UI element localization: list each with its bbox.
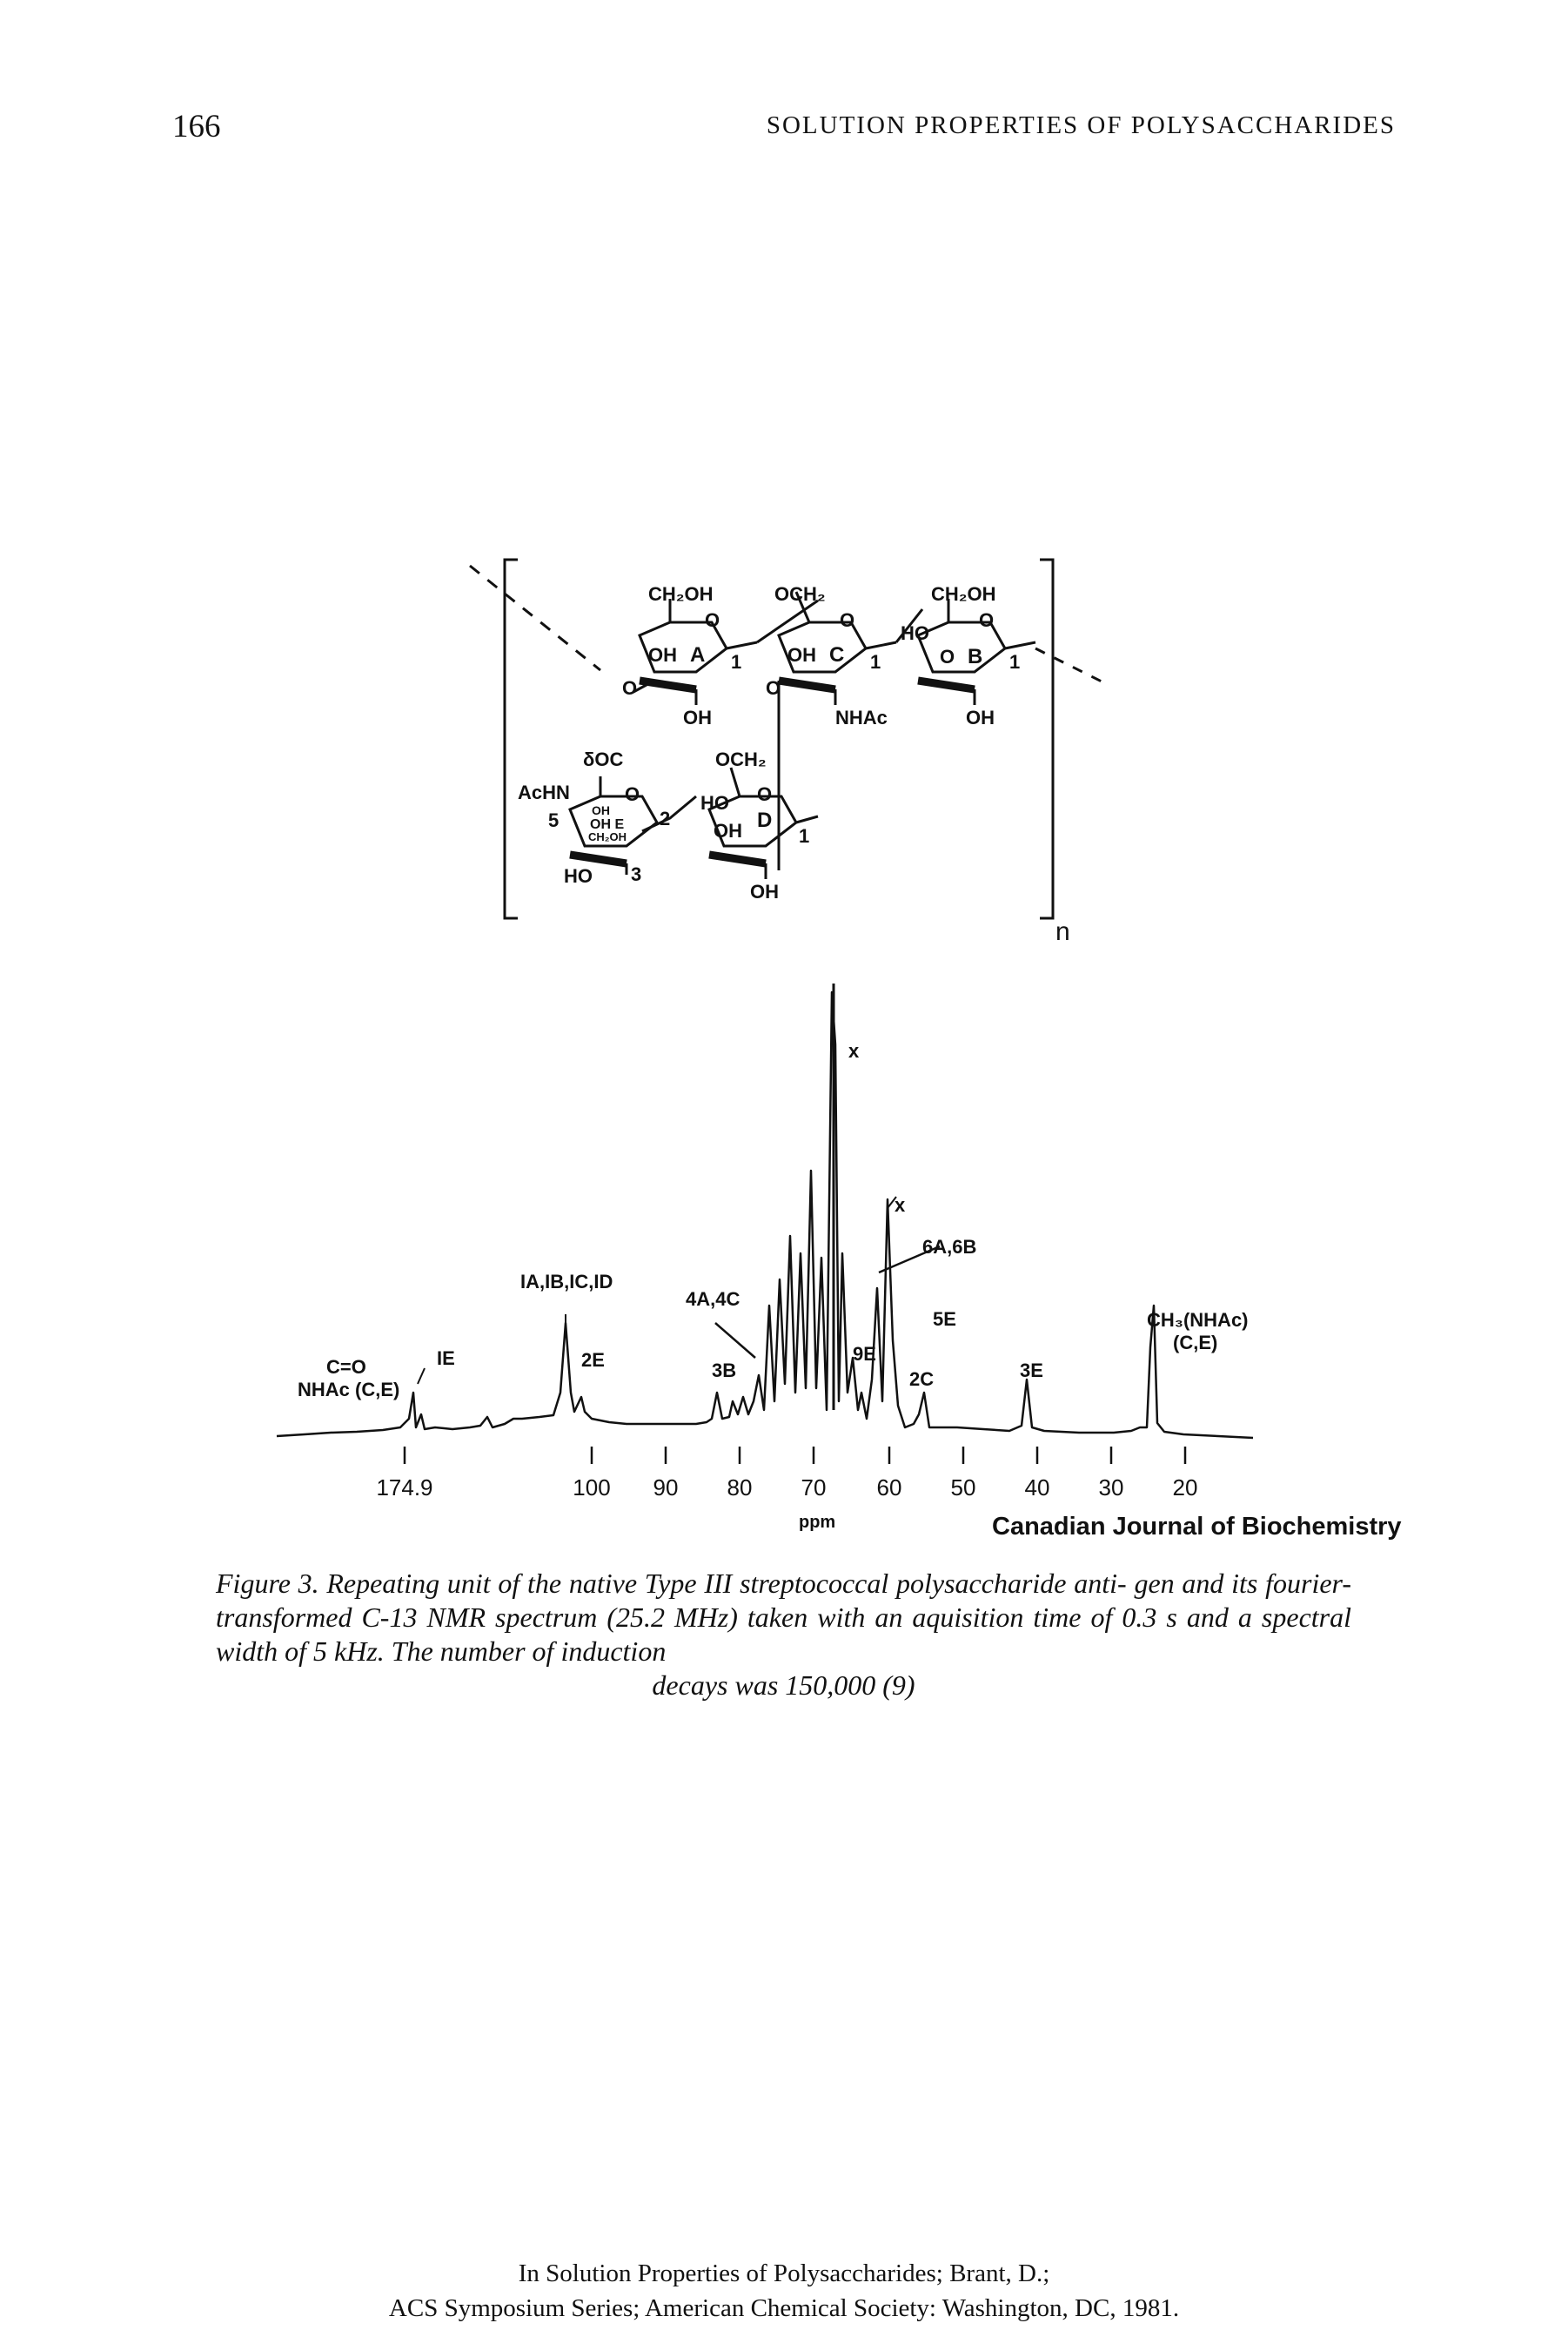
nmr-spectrum: x x 6A,6B IA,IB,IC,ID 4A,4C 5E CH₃(NHAc)… — [276, 984, 1254, 1532]
ring-e-pos3: 3 — [631, 863, 641, 885]
axis-tick-label-1: 100 — [573, 1474, 610, 1501]
ring-a-ch2oh: CH₂OH — [648, 583, 714, 605]
peak-label-ch3: CH₃(NHAc) — [1147, 1309, 1249, 1331]
ring-b-ring-o: O — [979, 609, 994, 631]
ring-a-ring-o: O — [705, 609, 720, 631]
ring-e-achn: AcHN — [518, 782, 570, 803]
peak-label-2c: 2C — [909, 1368, 934, 1390]
left-bracket — [503, 558, 518, 920]
ring-c-oh: OH — [787, 644, 816, 666]
arrow-x-second — [887, 1196, 897, 1209]
ring-e-pos2: 2 — [660, 808, 670, 829]
ring-e-pos5: 5 — [548, 809, 559, 831]
ring-c-ring-o: O — [840, 609, 854, 631]
peak-label-1e: IE — [437, 1347, 455, 1369]
peak-label-9e: 9E — [853, 1343, 876, 1365]
axis-unit-ppm: ppm — [799, 1513, 835, 1532]
peak-label-co: C=O — [326, 1356, 366, 1378]
peak-label-3b: 3B — [712, 1360, 736, 1381]
peak-label-2e: 2E — [581, 1349, 605, 1371]
ring-e-row1: OH — [592, 803, 610, 817]
peak-label-5e: 5E — [933, 1308, 956, 1330]
ring-b-linkage: 1 — [1009, 651, 1020, 673]
axis-tick-label-7: 40 — [1025, 1474, 1050, 1501]
running-head: SOLUTION PROPERTIES OF POLYSACCHARIDES — [766, 111, 1396, 139]
peak-label-x-top: x — [848, 1040, 860, 1062]
peak-label-x-second: x — [895, 1194, 906, 1216]
ring-c-left-o: O — [766, 677, 781, 699]
figure-caption: Figure 3. Repeating unit of the native T… — [216, 1567, 1351, 1702]
ring-c-och2: OCH₂ — [774, 583, 826, 605]
ring-c-label: C — [829, 643, 844, 667]
axis-tick-label-2: 90 — [653, 1474, 679, 1501]
ring-e-ring-o: O — [625, 783, 640, 805]
ring-d-ho: HO — [700, 792, 729, 814]
arrow-6a6b — [878, 1245, 941, 1274]
arrow-1e — [417, 1367, 426, 1385]
peak-label-1abcd: IA,IB,IC,ID — [520, 1271, 613, 1292]
repeat-subscript-n: n — [1055, 917, 1070, 946]
ring-d-bottom-oh: OH — [750, 881, 779, 903]
ring-a-oh: OH — [648, 644, 677, 666]
spectrum-trace — [276, 990, 1254, 1440]
peak-label-ch3-ce: (C,E) — [1173, 1332, 1217, 1353]
ring-d-ring-o: O — [757, 783, 772, 805]
peak-label-6a6b: 6A,6B — [922, 1236, 976, 1258]
ring-a-bottom-oh: OH — [683, 707, 712, 728]
ring-b-o-label: O — [940, 646, 955, 668]
ring-a-linkage: 1 — [731, 651, 741, 673]
axis-tick-label-8: 30 — [1099, 1474, 1124, 1501]
ppm-axis: 174.9 100 90 80 70 60 50 40 30 20 — [376, 1447, 1197, 1501]
axis-tick-label-6: 50 — [951, 1474, 976, 1501]
caption-line-1: Figure 3. Repeating unit of the native T… — [216, 1568, 1127, 1599]
axis-tick-label-0: 174.9 — [376, 1474, 432, 1501]
chain-end-right — [1035, 647, 1106, 685]
axis-tick-label-9: 20 — [1173, 1474, 1198, 1501]
ring-d-bold-edge — [708, 850, 767, 868]
caption-line-2: gen and its fourier-transformed C-13 NMR… — [216, 1568, 1352, 1633]
ring-e-top: δOC — [583, 749, 623, 770]
footer-citation-line-2: ACS Symposium Series; American Chemical … — [388, 2294, 1180, 2322]
peak-label-4a4c: 4A,4C — [686, 1288, 740, 1310]
peak-label-3e: 3E — [1020, 1360, 1043, 1381]
page-number: 166 — [172, 109, 221, 144]
caption-last-line: decays was 150,000 (9) — [652, 1669, 915, 1701]
arrow-4a4c — [714, 1322, 756, 1359]
caption-line-3: aquisition time of 0.3 s and a spectral … — [216, 1601, 1352, 1667]
right-bracket — [1040, 558, 1055, 920]
axis-tick-label-5: 60 — [877, 1474, 902, 1501]
ring-c-linkage: 1 — [870, 651, 881, 673]
axis-tick-label-4: 70 — [801, 1474, 827, 1501]
ring-d-och2: OCH₂ — [715, 749, 767, 770]
ring-a-label: A — [690, 643, 705, 667]
ring-b-ch2oh: CH₂OH — [931, 583, 996, 605]
ring-d-linkage: 1 — [799, 825, 809, 847]
ring-c-nhac: NHAc — [835, 707, 888, 728]
ring-d-oh: OH — [714, 820, 742, 842]
ring-b-label: B — [968, 645, 982, 668]
ring-b-bottom-oh: OH — [966, 707, 995, 728]
peak-label-nhac: NHAc (C,E) — [298, 1379, 399, 1400]
ring-b-bold-edge — [917, 676, 975, 694]
ring-e-ho: HO — [564, 865, 593, 887]
figure-credit: Canadian Journal of Biochemistry — [992, 1513, 1402, 1541]
structure-labels: CH₂OH O OH A 1 O OH OCH₂ O OH C 1 O NHAc… — [518, 583, 1070, 946]
ring-b-ho: HO — [901, 622, 929, 644]
ring-d-label: D — [757, 809, 772, 832]
ring-e-bold-edge — [569, 850, 627, 868]
ring-a-left-o: O — [622, 677, 637, 699]
ring-c-bold-edge — [778, 676, 836, 694]
footer-citation-line-1: In Solution Properties of Polysaccharide… — [518, 2259, 1050, 2287]
repeating-unit-structure — [469, 558, 1106, 920]
ring-e-row3: CH₂OH — [588, 830, 627, 843]
chain-end-left — [469, 564, 601, 672]
axis-tick-label-3: 80 — [727, 1474, 753, 1501]
ring-e-row2: OH E — [590, 817, 624, 832]
